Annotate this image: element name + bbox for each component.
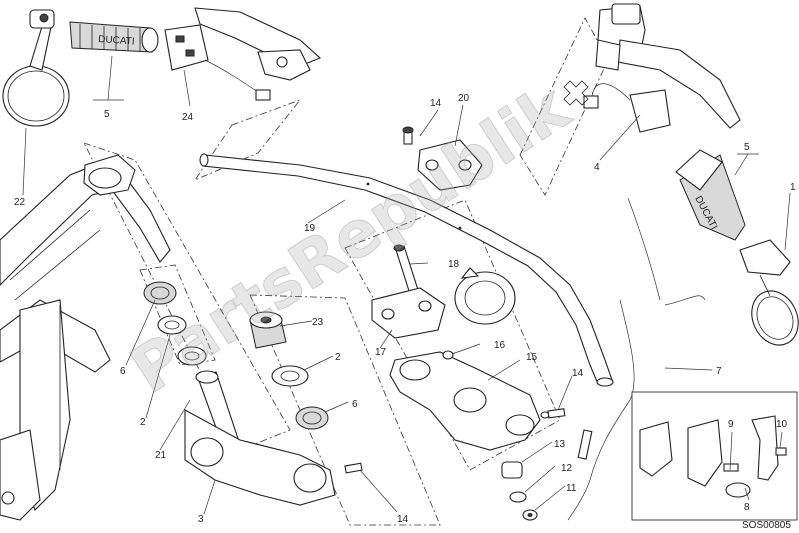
lower-clamp [371, 287, 446, 339]
callout-12: 12 [561, 463, 573, 474]
upper-clamp [402, 126, 483, 191]
callout-15: 15 [526, 352, 538, 363]
grip-right: DUCATI [675, 149, 746, 241]
callout-2: 2 [335, 352, 341, 363]
svg-text:DUCATI: DUCATI [98, 34, 135, 48]
callout-5: 5 [104, 109, 110, 120]
ignition-plate [454, 267, 516, 325]
leader-lines [22, 55, 791, 515]
mirror-right [739, 239, 799, 346]
callout-17: 17 [375, 347, 387, 358]
drawing-code: SOS00805 [742, 520, 791, 531]
callout-9: 9 [728, 419, 734, 430]
callout-labels: 1 2 2 3 4 5 5 6 6 7 8 9 10 11 12 13 14 1… [14, 93, 796, 525]
callout-5: 5 [744, 142, 750, 153]
steering-nuts [249, 311, 363, 474]
callout-1: 1 [790, 182, 796, 193]
callout-4: 4 [594, 162, 600, 173]
callout-3: 3 [198, 514, 204, 525]
callout-11: 11 [566, 483, 577, 494]
callout-14: 14 [572, 368, 584, 379]
right-master-cylinder [563, 3, 741, 133]
callout-10: 10 [776, 419, 788, 430]
throttle-cable [567, 197, 706, 521]
callout-7: 7 [716, 366, 722, 377]
callout-21: 21 [155, 450, 167, 461]
callout-14: 14 [430, 98, 442, 109]
callout-18: 18 [448, 259, 460, 270]
callout-13: 13 [554, 439, 566, 450]
damper-parts [501, 461, 538, 521]
callout-23: 23 [312, 317, 324, 328]
frame [0, 154, 171, 521]
callout-14: 14 [397, 514, 409, 525]
callout-24: 24 [182, 112, 194, 123]
callout-2: 2 [140, 417, 146, 428]
steering-stem [143, 281, 336, 506]
callout-6: 6 [120, 366, 126, 377]
callout-16: 16 [494, 340, 506, 351]
callout-8: 8 [744, 502, 750, 513]
callout-22: 22 [14, 197, 26, 208]
left-switch-and-lever [164, 7, 322, 101]
detail-inset [631, 391, 798, 521]
mirror-left [2, 9, 70, 127]
callout-6: 6 [352, 399, 358, 410]
top-yoke [389, 350, 566, 451]
grip-left: DUCATI [69, 21, 159, 53]
handlebar [199, 153, 614, 387]
callout-19: 19 [304, 223, 316, 234]
callout-20: 20 [458, 93, 470, 104]
